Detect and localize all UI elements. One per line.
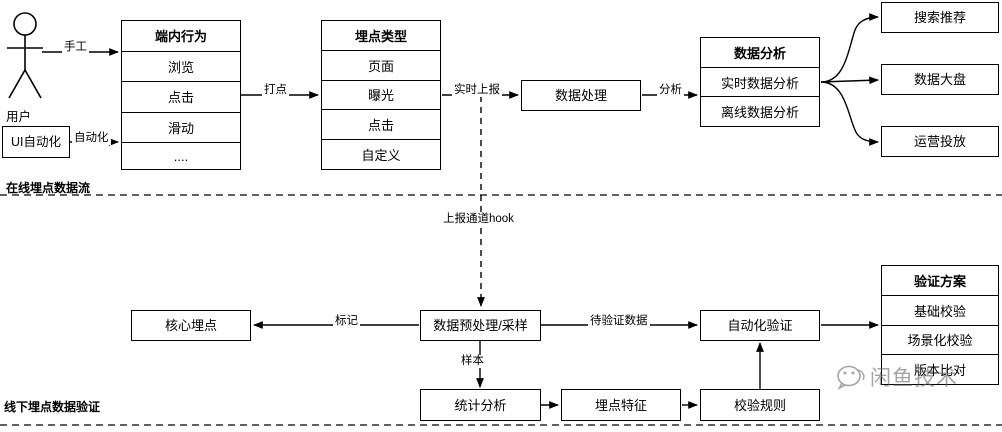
device-behavior-item[interactable]: .... bbox=[173, 148, 189, 164]
verify-plan-item[interactable]: 场景化校验 bbox=[882, 326, 998, 356]
data-analysis-item[interactable]: 实时数据分析 bbox=[701, 68, 819, 98]
tracking-type-item[interactable]: 点击 bbox=[322, 110, 440, 141]
node-tracking-feature[interactable]: 埋点特征 bbox=[561, 389, 681, 421]
edge-analysis-to-search bbox=[820, 13, 879, 83]
node-output-dashboard[interactable]: 数据大盘 bbox=[881, 64, 999, 95]
edge-label-sample: 样本 bbox=[459, 355, 486, 368]
node-data-processing[interactable]: 数据处理 bbox=[521, 80, 641, 111]
actor-user-label: 用户 bbox=[6, 110, 32, 124]
device-behavior-item[interactable]: 点击 bbox=[122, 82, 240, 113]
node-data-analysis[interactable]: 数据分析 实时数据分析 离线数据分析 bbox=[700, 37, 820, 127]
edge-label-mark: 标记 bbox=[333, 315, 360, 328]
device-behavior-header: 端内行为 bbox=[122, 21, 240, 52]
node-tracking-type[interactable]: 埋点类型 页面 曝光 点击 自定义 bbox=[321, 20, 441, 170]
node-verify-rule[interactable]: 校验规则 bbox=[700, 389, 820, 421]
tracking-type-item[interactable]: 自定义 bbox=[361, 148, 401, 164]
verify-plan-item[interactable]: 基础校验 bbox=[882, 296, 998, 326]
node-ui-automation[interactable]: UI自动化 bbox=[2, 126, 70, 158]
section-label-online: 在线埋点数据流 bbox=[6, 181, 91, 195]
node-output-search[interactable]: 搜索推荐 bbox=[881, 2, 999, 33]
edge-label-manual: 手工 bbox=[62, 41, 89, 54]
verify-plan-header: 验证方案 bbox=[882, 266, 998, 296]
node-core-tracking[interactable]: 核心埋点 bbox=[131, 310, 251, 341]
tracking-type-header: 埋点类型 bbox=[322, 21, 440, 51]
edge-label-realtime-report: 实时上报 bbox=[452, 84, 502, 97]
wechat-bubble-icon bbox=[837, 365, 865, 390]
edge-label-report-channel-hook: 上报通道hook bbox=[441, 213, 516, 226]
tracking-type-item[interactable]: 页面 bbox=[322, 51, 440, 81]
device-behavior-item[interactable]: 浏览 bbox=[122, 52, 240, 83]
node-statistics[interactable]: 统计分析 bbox=[420, 389, 541, 421]
node-output-operation[interactable]: 运营投放 bbox=[881, 126, 999, 157]
data-analysis-item[interactable]: 离线数据分析 bbox=[720, 105, 799, 121]
edge-label-data-to-verify: 待验证数据 bbox=[588, 315, 650, 328]
edge-label-analyze: 分析 bbox=[657, 84, 684, 97]
edge-label-mark-point: 打点 bbox=[262, 84, 289, 97]
node-auto-verify[interactable]: 自动化验证 bbox=[700, 310, 820, 341]
stick-figure-user-icon bbox=[7, 12, 43, 99]
edge-label-automation: 自动化 bbox=[72, 132, 111, 145]
node-verify-plan[interactable]: 验证方案 基础校验 场景化校验 版本比对 bbox=[881, 265, 999, 385]
edge-analysis-to-operation bbox=[820, 81, 879, 146]
verify-plan-item[interactable]: 版本比对 bbox=[913, 363, 966, 379]
device-behavior-item[interactable]: 滑动 bbox=[122, 113, 240, 144]
node-device-behavior[interactable]: 端内行为 浏览 点击 滑动 .... bbox=[121, 20, 241, 170]
section-label-offline: 线下埋点数据验证 bbox=[4, 400, 101, 414]
node-preprocess-sampling[interactable]: 数据预处理/采样 bbox=[420, 310, 541, 341]
tracking-type-item[interactable]: 曝光 bbox=[322, 81, 440, 111]
data-analysis-header: 数据分析 bbox=[701, 38, 819, 68]
edge-analysis-to-dashboard bbox=[820, 76, 879, 85]
